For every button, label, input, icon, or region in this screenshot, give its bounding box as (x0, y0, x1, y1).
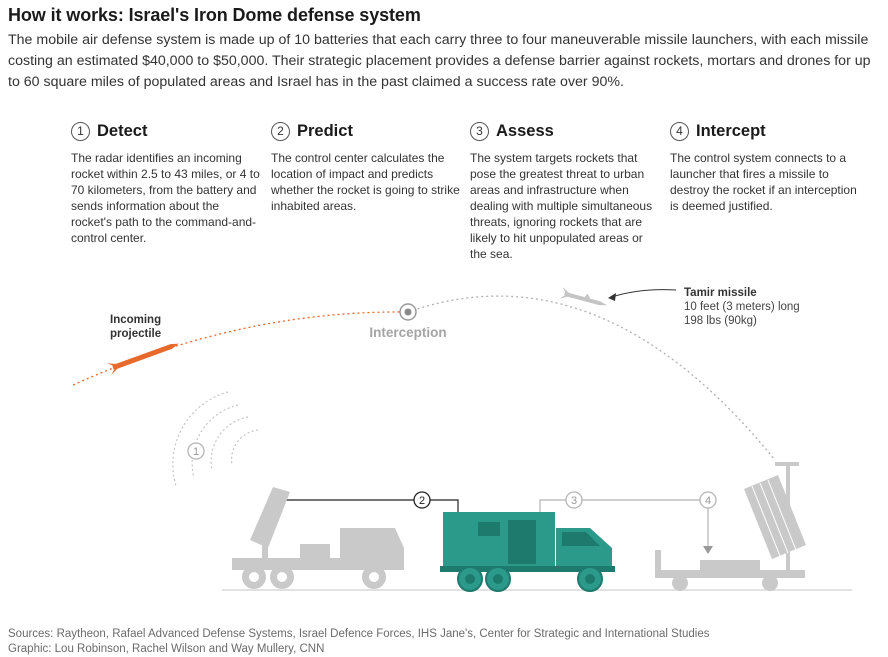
marker-3: 3 (565, 491, 583, 509)
incoming-trajectory (72, 311, 409, 386)
tamir-missile-icon (559, 286, 608, 306)
radar-truck-wheel-hubs (249, 572, 379, 582)
tamir-callout-arrow (608, 293, 616, 301)
incoming-projectile-icon (107, 343, 179, 375)
svg-text:1: 1 (193, 446, 199, 458)
marker-2: 2 (413, 491, 431, 509)
footer: Sources: Raytheon, Rafael Advanced Defen… (8, 627, 710, 657)
step-number-badge: 1 (71, 121, 90, 141)
svg-text:2: 2 (419, 495, 425, 507)
step-predict: 2 Predict The control center calculates … (271, 120, 463, 214)
incoming-label-line1: Incoming (110, 314, 161, 326)
marker-4: 4 (699, 491, 717, 509)
step-assess: 3 Assess The system targets rockets that… (470, 120, 662, 262)
tamir-title: Tamir missile (684, 287, 757, 299)
incoming-label-line2: projectile (110, 328, 161, 340)
tamir-weight: 198 lbs (90kg) (684, 315, 757, 327)
missile-launcher-icon (655, 462, 806, 591)
svg-text:3: 3 (571, 495, 577, 507)
interception-label: Interception (369, 325, 446, 340)
step-intercept: 4 Intercept The control system connects … (670, 120, 862, 214)
step-number-badge: 3 (470, 121, 489, 141)
step-number-badge: 2 (271, 121, 290, 141)
connection-arrow (703, 546, 713, 554)
step-title: Assess (496, 121, 554, 140)
step-description: The system targets rockets that pose the… (470, 151, 653, 261)
step-title: Predict (297, 121, 353, 140)
sources-text: Sources: Raytheon, Rafael Advanced Defen… (8, 628, 710, 640)
svg-text:4: 4 (705, 495, 711, 507)
interception-target-icon (399, 303, 417, 321)
control-center-truck-icon (440, 512, 615, 592)
step-description: The control system connects to a launche… (670, 151, 857, 213)
tamir-length: 10 feet (3 meters) long (684, 301, 800, 313)
tamir-callout-line (611, 289, 677, 298)
page-title: How it works: Israel's Iron Dome defense… (8, 5, 421, 25)
step-number-badge: 4 (670, 121, 689, 141)
step-detect: 1 Detect The radar identifies an incomin… (71, 120, 263, 246)
marker-1: 1 (187, 442, 205, 460)
step-title: Intercept (696, 121, 766, 140)
radar-truck-icon (232, 487, 404, 589)
step-description: The radar identifies an incoming rocket … (71, 151, 260, 245)
control-to-launcher-line (539, 499, 709, 548)
step-description: The control center calculates the locati… (271, 151, 460, 213)
launcher-tube-lines (751, 479, 797, 557)
step-title: Detect (97, 121, 148, 140)
radar-wave-icon (172, 391, 259, 487)
intro-text: The mobile air defense system is made up… (8, 32, 871, 90)
